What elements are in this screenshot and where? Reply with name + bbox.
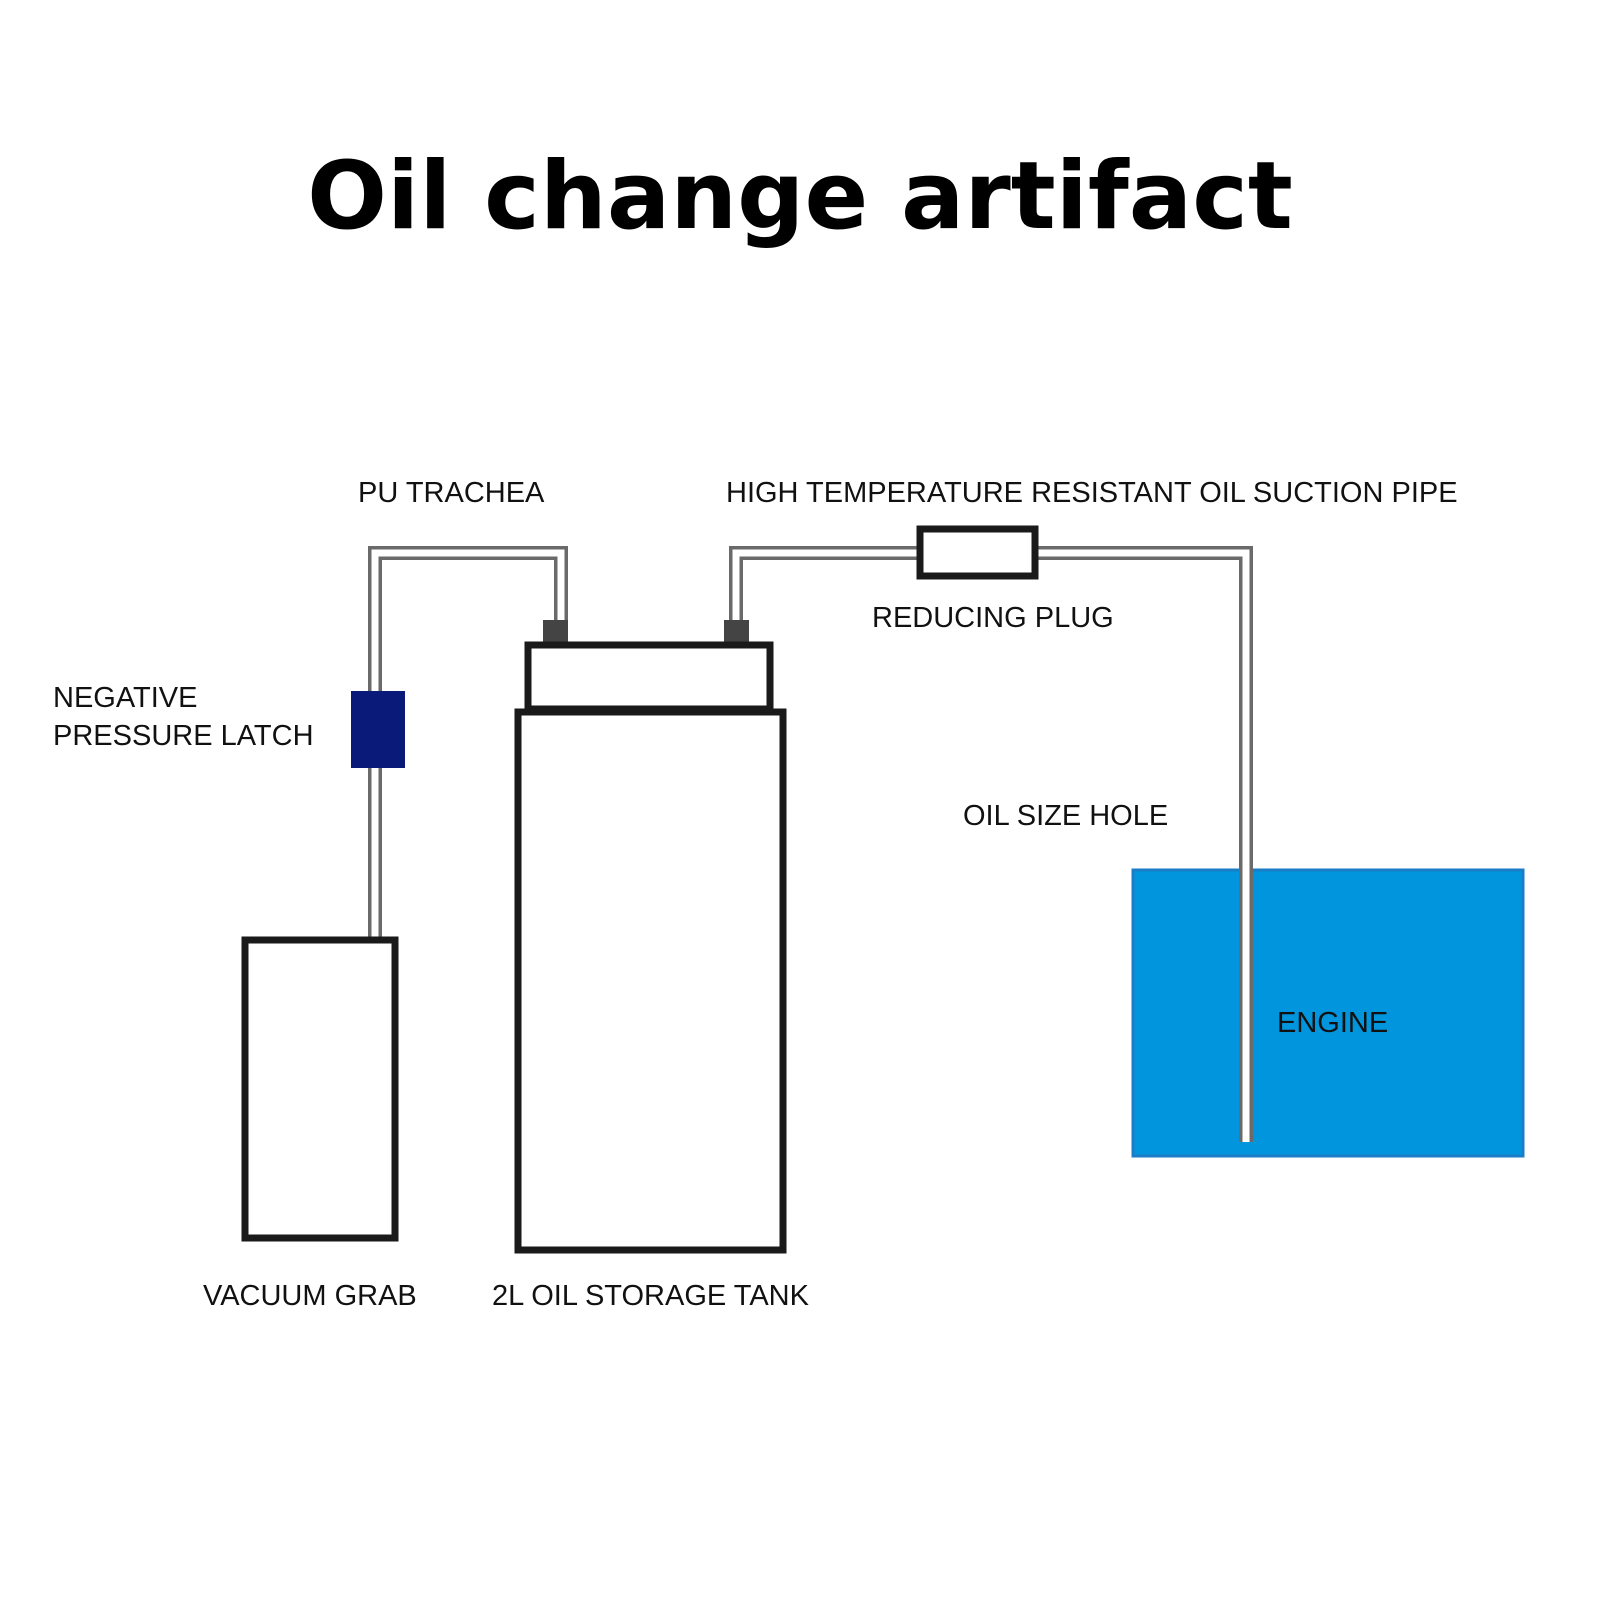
tank-connector-left	[543, 620, 568, 644]
label-negative-pressure-latch-2: PRESSURE LATCH	[53, 720, 314, 752]
label-oil-size-hole: OIL SIZE HOLE	[963, 800, 1168, 832]
vacuum-grab-container	[241, 936, 399, 1242]
tank-connector-right	[724, 620, 749, 644]
label-suction-pipe: HIGH TEMPERATURE RESISTANT OIL SUCTION P…	[726, 477, 1458, 509]
engine-block	[1131, 868, 1525, 1158]
label-engine: ENGINE	[1277, 1007, 1388, 1039]
storage-tank-body	[514, 708, 787, 1254]
diagram-title: Oil change artifact	[307, 142, 1293, 251]
label-pu-trachea: PU TRACHEA	[358, 477, 545, 509]
reducing-plug	[916, 525, 1039, 580]
label-reducing-plug: REDUCING PLUG	[872, 602, 1114, 634]
negative-pressure-latch	[351, 691, 405, 768]
label-vacuum-grab: VACUUM GRAB	[203, 1280, 417, 1312]
label-storage-tank: 2L OIL STORAGE TANK	[492, 1280, 810, 1312]
label-negative-pressure-latch-1: NEGATIVE	[53, 682, 198, 714]
storage-tank-lid	[524, 641, 774, 713]
